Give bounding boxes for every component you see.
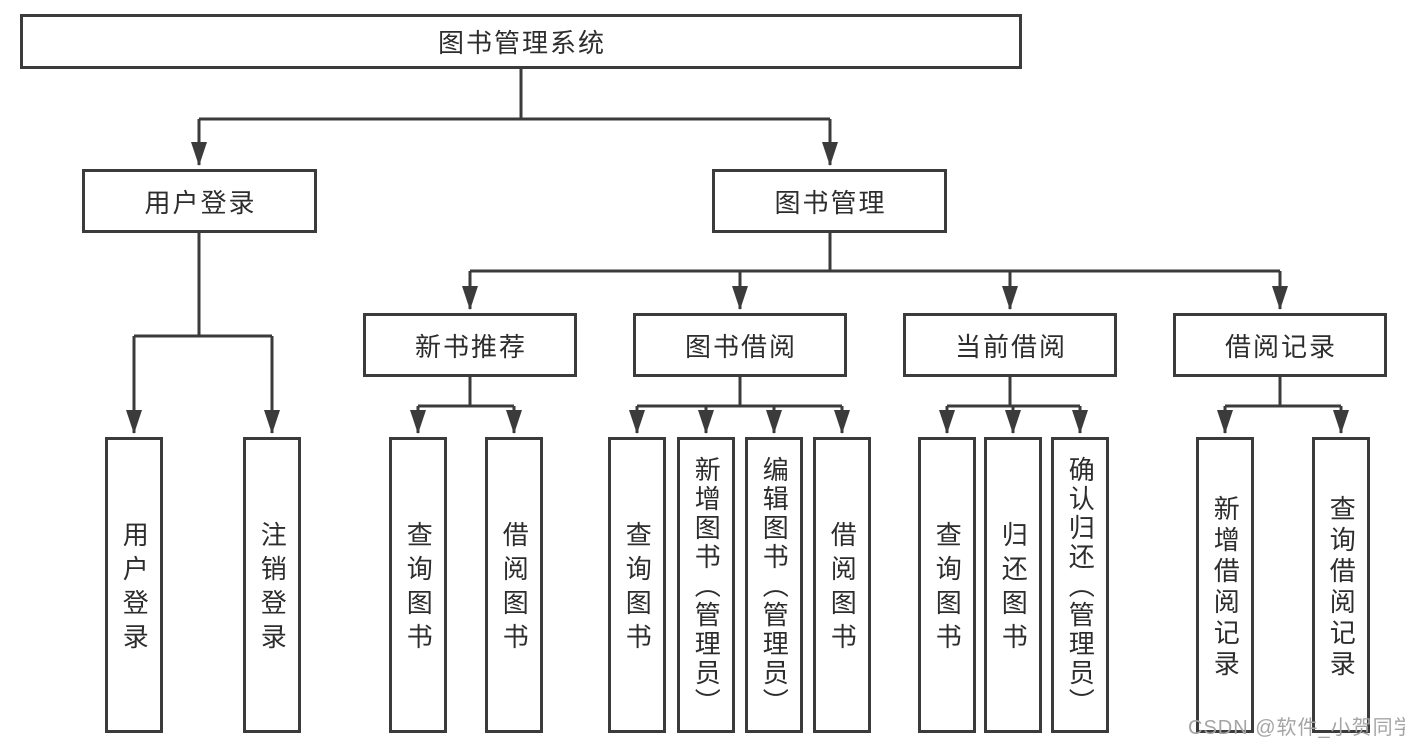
leaf-label: 注销登录 xyxy=(257,521,288,657)
node-leaf-add-books-admin: 新增图书（管理员） xyxy=(677,437,735,733)
node-borrow-records: 借阅记录 xyxy=(1173,313,1387,377)
node-book-borrowing: 图书借阅 xyxy=(633,313,847,377)
leaf-label: 借阅图书 xyxy=(499,521,530,657)
node-leaf-query-borrow-record: 查询借阅记录 xyxy=(1312,437,1370,733)
node-current-borrowing: 当前借阅 xyxy=(903,313,1117,377)
leaf-label: 查询图书 xyxy=(403,521,434,657)
node-user-login: 用户登录 xyxy=(82,169,317,233)
node-book-management-label: 图书管理 xyxy=(774,187,887,218)
node-current-borrowing-label: 当前借阅 xyxy=(954,331,1067,362)
leaf-label: 查询借阅记录 xyxy=(1326,494,1357,681)
node-borrow-records-label: 借阅记录 xyxy=(1224,331,1337,362)
leaf-label: 确认归还（管理员） xyxy=(1065,456,1096,717)
node-leaf-query-books-borrow: 查询图书 xyxy=(608,437,666,733)
node-book-management: 图书管理 xyxy=(712,169,947,233)
node-system-root-label: 图书管理系统 xyxy=(437,28,606,58)
node-leaf-user-login: 用户登录 xyxy=(105,437,163,733)
node-leaf-return-books: 归还图书 xyxy=(984,437,1042,733)
leaf-label: 编辑图书（管理员） xyxy=(759,456,790,717)
node-system-root: 图书管理系统 xyxy=(20,14,1022,69)
node-leaf-query-books-current: 查询图书 xyxy=(918,437,976,733)
node-leaf-borrow-books: 借阅图书 xyxy=(813,437,871,733)
leaf-label: 归还图书 xyxy=(998,521,1029,657)
leaf-label: 新增借阅记录 xyxy=(1210,494,1241,681)
node-new-book-recommend-label: 新书推荐 xyxy=(414,331,527,362)
node-leaf-confirm-return-admin: 确认归还（管理员） xyxy=(1051,437,1109,733)
node-leaf-borrow-books-recommend: 借阅图书 xyxy=(485,437,543,733)
leaf-label: 借阅图书 xyxy=(827,521,858,657)
node-leaf-logout: 注销登录 xyxy=(243,437,301,733)
node-leaf-add-borrow-record: 新增借阅记录 xyxy=(1196,437,1254,733)
leaf-label: 新增图书（管理员） xyxy=(691,456,722,717)
node-leaf-query-books-recommend: 查询图书 xyxy=(389,437,447,733)
leaf-label: 用户登录 xyxy=(119,521,150,657)
csdn-watermark: CSDN @软件_小贺同学 xyxy=(1188,717,1405,739)
node-user-login-label: 用户登录 xyxy=(144,187,257,218)
node-leaf-edit-books-admin: 编辑图书（管理员） xyxy=(745,437,803,733)
leaf-label: 查询图书 xyxy=(932,521,963,657)
node-new-book-recommend: 新书推荐 xyxy=(363,313,577,377)
node-book-borrowing-label: 图书借阅 xyxy=(684,331,797,362)
leaf-label: 查询图书 xyxy=(622,521,653,657)
